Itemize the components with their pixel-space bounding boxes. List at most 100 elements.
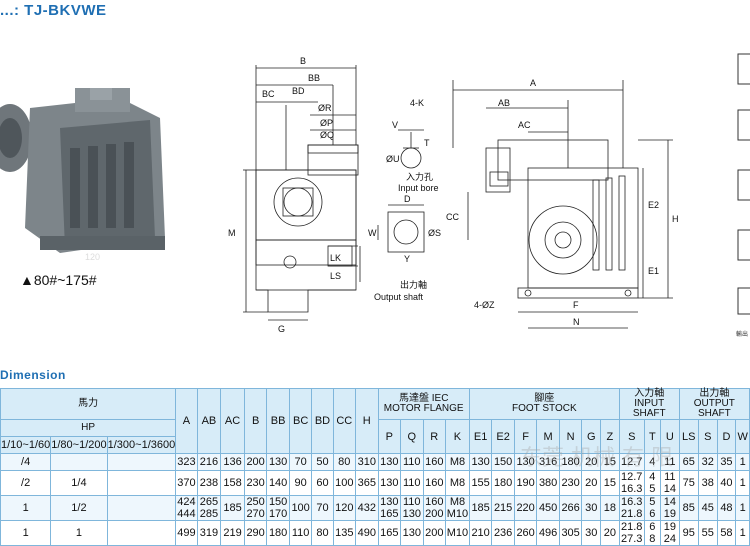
table-cell-s: 12.7 [618,453,645,471]
output-shaft-label-en: Output shaft [374,292,424,302]
dim-label-AB: AB [498,98,510,108]
table-cell-s2: 45 [697,495,718,521]
col-CC: CC [332,388,357,454]
table-cell-f: 190 [513,470,538,496]
dim-label-A: A [530,78,536,88]
dim-label-BC: BC [262,89,275,99]
table-cell-q: 110 [400,453,424,471]
table-cell-b: 290 [243,520,268,546]
table-cell-a: 323 [175,453,198,471]
dim-label-G: G [278,324,285,334]
dim-label-R: ØR [318,103,332,113]
dim-label-B: B [300,56,306,66]
table-cell-bc: 100 [288,495,313,521]
table-cell-hp1: 1 [0,520,52,546]
table-cell-ac: 219 [220,520,245,546]
col-E2: E2 [491,419,515,454]
table-cell-g: 30 [581,495,602,521]
dim-label-T: T [424,138,430,148]
dim-label-BD: BD [292,86,305,96]
col-K: K [445,419,470,454]
col-Q: Q [400,419,424,454]
table-cell-hp2 [50,453,108,471]
dim-label-D: D [404,194,411,204]
dim-label-W: W [368,228,377,238]
col-E1: E1 [468,419,493,454]
table-cell-e1: 155 [468,470,493,496]
table-cell-ls: 75 [678,470,699,496]
svg-text:120: 120 [85,252,100,262]
watermark: 东莞 机械 有 限 [520,446,673,471]
dim-label-4K: 4-K [410,98,424,108]
gearbox-photo: 120 [0,88,180,268]
table-cell-ls: 95 [678,520,699,546]
col-G: G [581,419,602,454]
col-S2: S [697,419,718,454]
col-S: S [618,419,645,454]
table-cell-ls: 65 [678,453,699,471]
dim-label-BB: BB [308,73,320,83]
col-P: P [377,419,402,454]
hp-header-zh: 馬力 [0,388,177,420]
table-cell-w: 1 [735,495,750,521]
table-cell-bd: 80 [311,520,334,546]
col-AB: AB [196,388,222,454]
table-cell-b: 230 [243,470,268,496]
table-cell-z: 20 [600,520,620,546]
table-cell-n: 305 [558,520,583,546]
dim-label-AC: AC [518,120,531,130]
table-cell-a: 370 [175,470,198,496]
table-cell-r: 160 [422,470,447,496]
table-cell-z: 15 [600,470,620,496]
dim-label-LK: LK [330,253,341,263]
col-H: H [355,388,379,454]
table-cell-ac: 136 [220,453,245,471]
table-cell-ab: 238 [196,470,222,496]
input-bore-label-zh: 入力孔 [406,171,433,182]
table-cell-_blank [106,470,177,496]
table-cell-n: 230 [558,470,583,496]
table-cell-e2: 150 [491,453,515,471]
dim-label-S: ØS [428,228,441,238]
output-shaft-label-zh: 出力軸 [400,279,427,290]
table-cell-e2: 236 [491,520,515,546]
col-A: A [175,388,198,454]
ratio-2: 1/80~1/200 [50,436,108,454]
table-cell-d: 40 [716,470,737,496]
table-cell-w: 1 [735,520,750,546]
table-cell-f: 220 [513,495,538,521]
side-note: 輸出 [736,330,748,338]
table-cell-bb: 180 [266,520,290,546]
table-cell-cc: 80 [332,453,357,471]
table-cell-bd: 50 [311,453,334,471]
table-cell-p: 165 [377,520,402,546]
table-cell-e1: 210 [468,520,493,546]
dim-label-4Z: 4-ØZ [474,300,495,310]
table-cell-d: 58 [716,520,737,546]
dim-label-LS: LS [330,271,341,281]
table-cell-g: 20 [581,453,602,471]
table-cell-bc: 110 [288,520,313,546]
table-cell-n: 180 [558,453,583,471]
dim-label-H: H [672,214,679,224]
table-cell-h: 310 [355,453,379,471]
table-cell-m: 496 [536,520,560,546]
table-cell-e2: 215 [491,495,515,521]
col-B: B [243,388,268,454]
col-F: F [513,419,538,454]
dim-label-E2: E2 [648,200,659,210]
table-cell-n: 266 [558,495,583,521]
